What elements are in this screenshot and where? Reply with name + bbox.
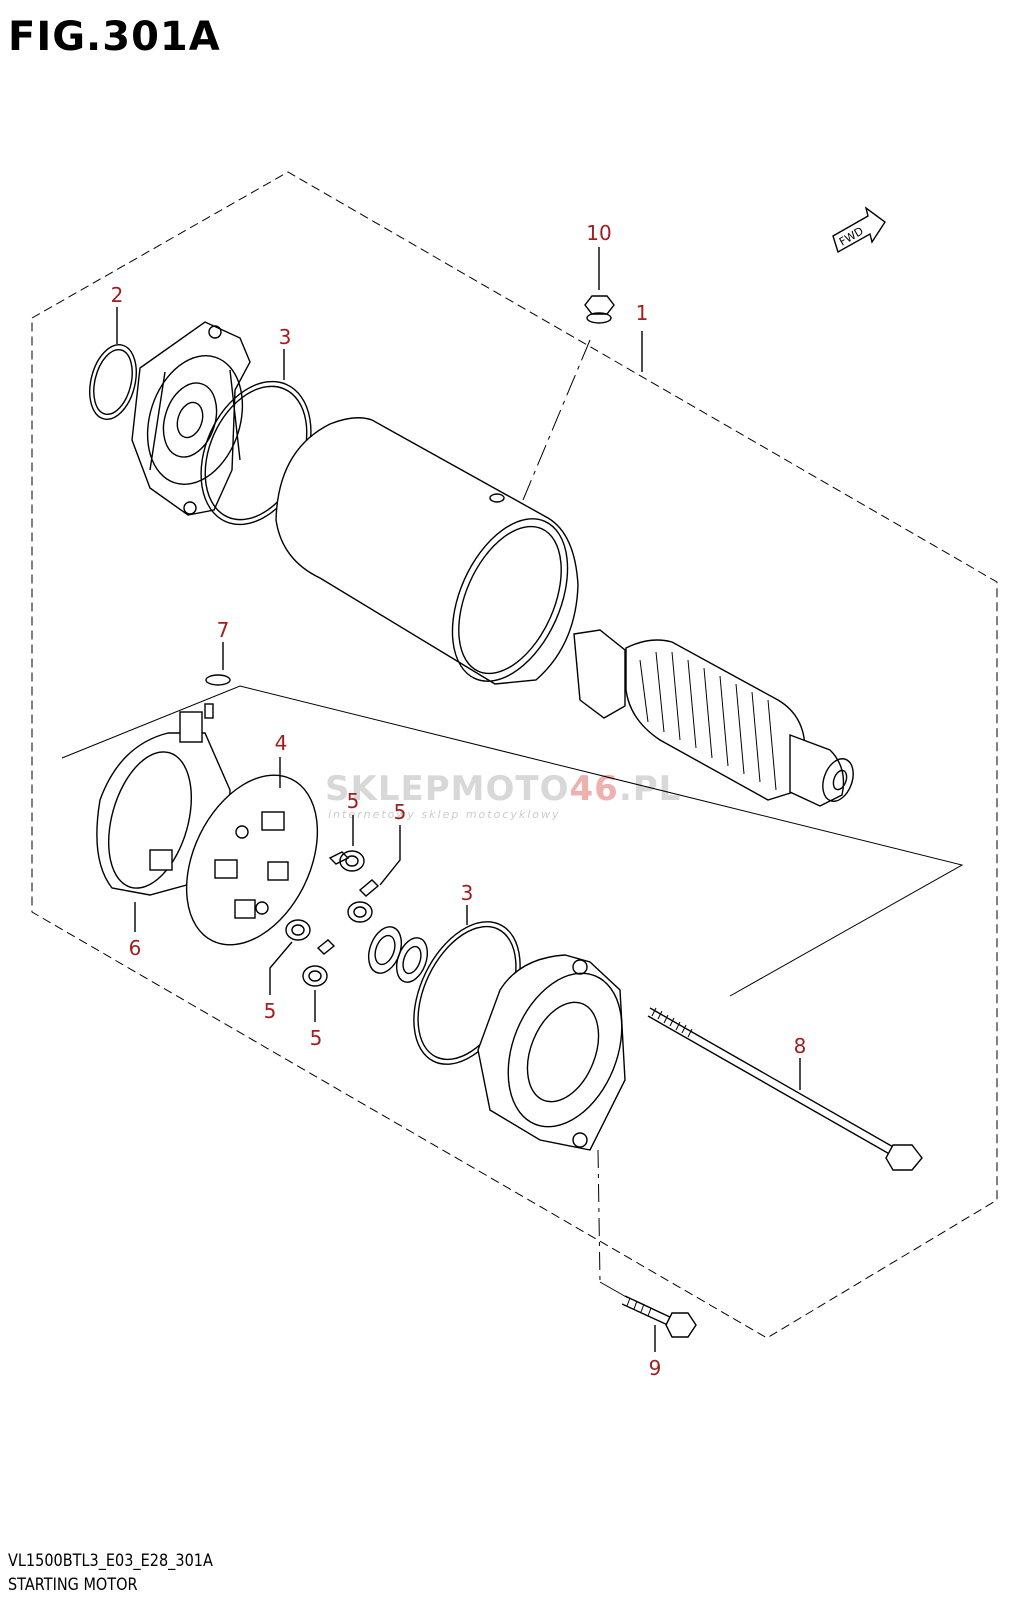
- callout-5-c: 5: [264, 999, 277, 1023]
- rear-cover: [477, 954, 629, 1299]
- callout-7: 7: [217, 618, 230, 642]
- part-5-brush-b: [347, 825, 401, 923]
- callout-5-a: 5: [347, 789, 360, 813]
- watermark: SKLEPMOTO46.PL internetowy sklep motocyk…: [325, 769, 681, 821]
- washers: [367, 926, 429, 983]
- callout-2: 2: [111, 283, 124, 307]
- part-5-brush-d: [302, 939, 336, 1022]
- callout-10: 10: [586, 221, 611, 245]
- callout-3-bottom: 3: [461, 881, 474, 905]
- motor-yoke: [275, 331, 643, 685]
- part-5-brush-a: [328, 815, 365, 872]
- watermark-tagline: internetowy sklep motocyklowy: [328, 808, 561, 821]
- callout-3-top: 3: [279, 325, 292, 349]
- part-2-o-ring: [89, 307, 137, 420]
- watermark-brand: SKLEPMOTO46.PL: [325, 769, 681, 809]
- callouts: 1 2 3 3 4 5 5 5 5 6 7 8 9 10: [111, 221, 807, 1380]
- callout-1: 1: [636, 301, 649, 325]
- callout-9: 9: [649, 1356, 662, 1380]
- part-8-through-bolt: [647, 1007, 923, 1171]
- part-10-nut: [522, 247, 615, 501]
- part-9-mounting-bolt: [621, 1295, 697, 1352]
- callout-8: 8: [794, 1034, 807, 1058]
- armature: [573, 629, 854, 807]
- model-code: VL1500BTL3_E03_E28_301A: [8, 1551, 213, 1571]
- assembly-outline: [31, 171, 998, 1339]
- part-4-brush-plate: [185, 757, 319, 946]
- part-7-o-ring: [205, 642, 231, 686]
- brush-assembly-outline: [61, 685, 964, 997]
- callout-5-b: 5: [394, 800, 407, 824]
- figure-title: FIG.301A: [8, 14, 221, 60]
- callout-4: 4: [275, 731, 288, 755]
- figure-name: STARTING MOTOR: [8, 1575, 138, 1595]
- callout-6: 6: [129, 936, 142, 960]
- fwd-arrow: FWD: [832, 206, 886, 254]
- front-cover-housing: [131, 321, 251, 516]
- callout-5-d: 5: [310, 1026, 323, 1050]
- part-5-brush-c: [269, 919, 311, 995]
